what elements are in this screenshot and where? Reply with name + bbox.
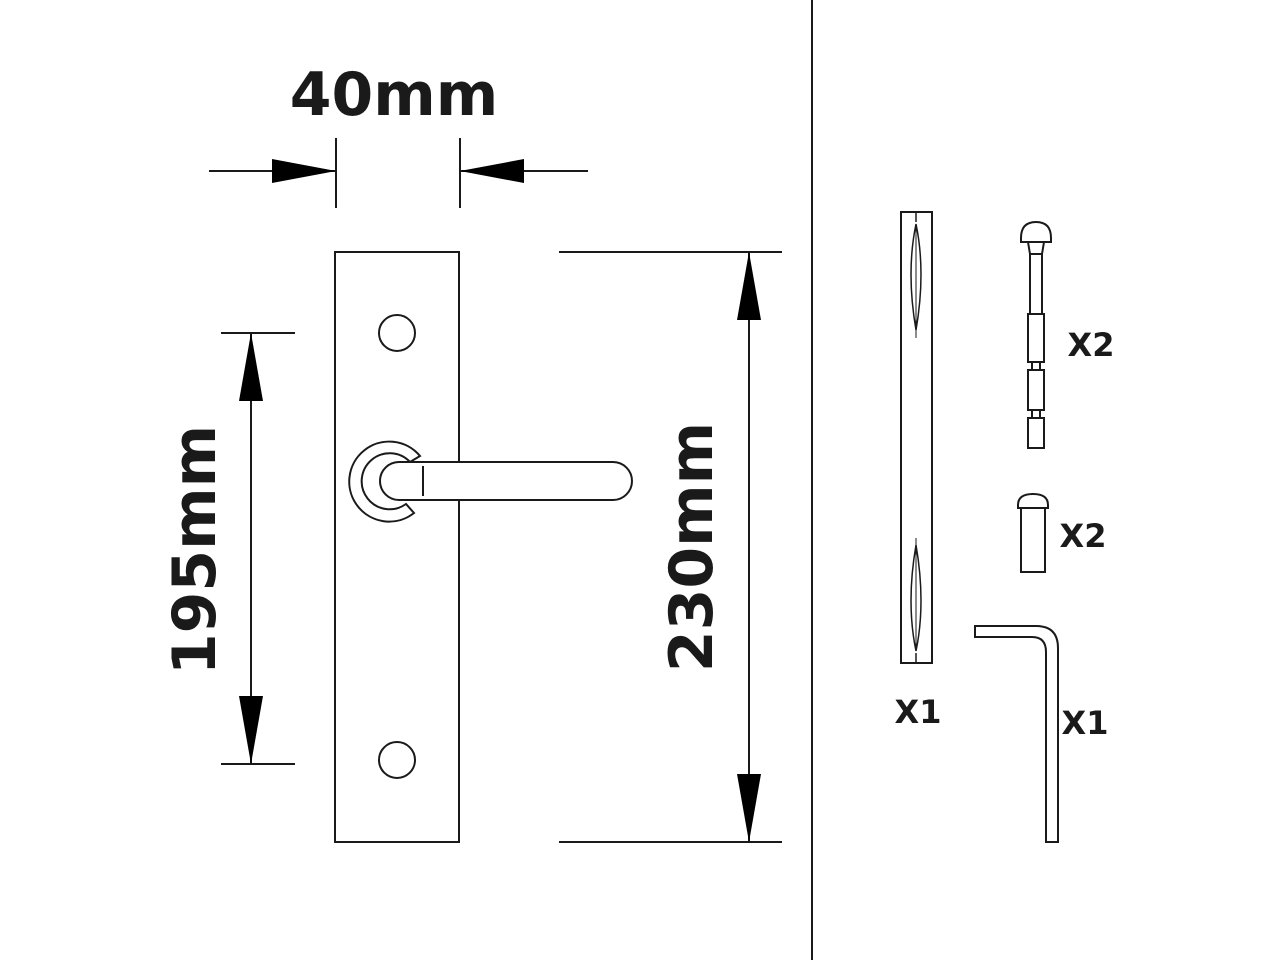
spindle-part: X1	[895, 211, 942, 731]
allen-key-part: X1	[974, 625, 1109, 843]
height-arrow-bottom-icon	[737, 774, 761, 842]
allen-key-shape	[974, 625, 1059, 843]
handle-rose	[348, 440, 422, 523]
bolt-shank	[1029, 253, 1043, 315]
width-arrow-left-icon	[272, 159, 336, 183]
bolt-neck	[1026, 241, 1046, 255]
lever-handle	[348, 440, 633, 523]
bolt-head	[1020, 220, 1052, 243]
width-dimension: 40mm	[209, 60, 588, 208]
handle-lever	[379, 461, 633, 501]
hole-spacing-dimension: 195mm	[160, 332, 295, 765]
sleeve-nut-head	[1017, 492, 1049, 509]
hole-spacing-arrow-top-icon	[239, 333, 263, 401]
bolt-quantity: X2	[1068, 326, 1115, 364]
height-arrow-top-icon	[737, 252, 761, 320]
bolt-part: X2	[1020, 220, 1115, 449]
bolt-tip	[1027, 417, 1045, 449]
height-label: 230mm	[657, 422, 727, 672]
allen-key-quantity: X1	[1062, 704, 1109, 742]
bolt-section-1	[1027, 313, 1045, 363]
height-dimension: 230mm	[559, 251, 782, 843]
width-label: 40mm	[290, 60, 499, 130]
bolt-section-2	[1027, 369, 1045, 411]
bolt-step-2	[1031, 409, 1041, 419]
hole-spacing-arrow-bottom-icon	[239, 696, 263, 764]
sleeve-nut-quantity: X2	[1060, 517, 1107, 555]
width-arrow-right-icon	[460, 159, 524, 183]
sleeve-nut-body	[1020, 507, 1046, 573]
bolt-step-1	[1031, 361, 1041, 371]
hole-spacing-label: 195mm	[160, 425, 230, 675]
backplate	[334, 251, 460, 843]
sleeve-nut-part: X2	[1017, 492, 1107, 573]
screw-hole-top	[378, 314, 416, 352]
screw-hole-bottom	[378, 741, 416, 779]
spindle-quantity: X1	[895, 693, 942, 731]
